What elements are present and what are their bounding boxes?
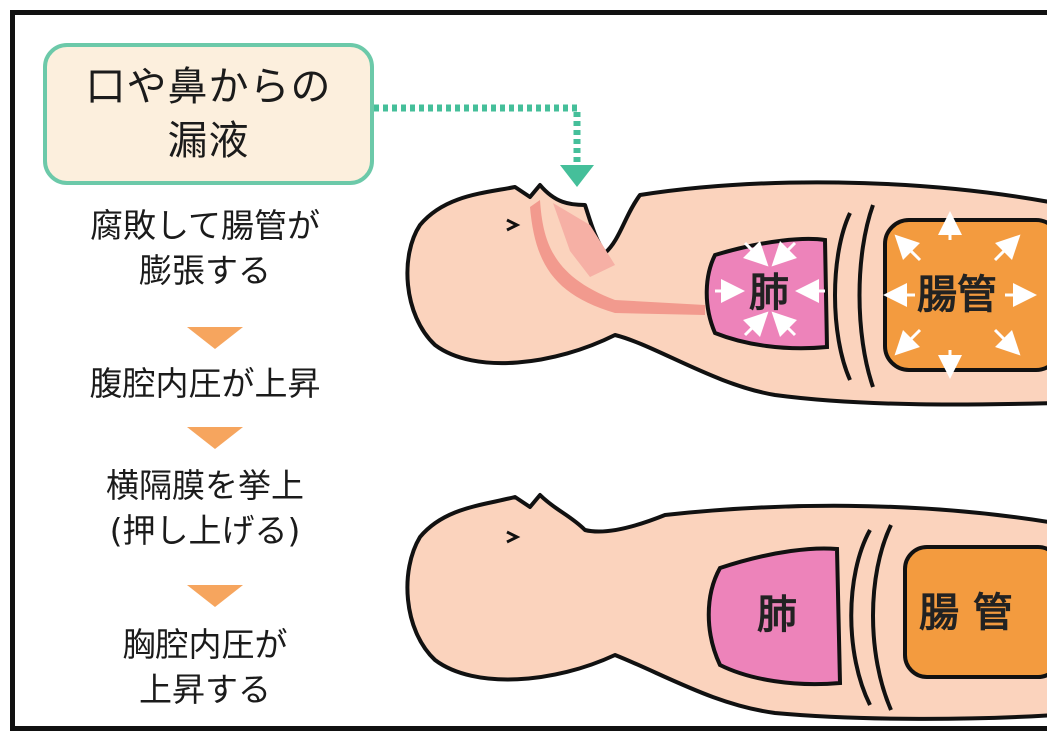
flow-step-2-line-1: 腹腔内圧が上昇 [89, 364, 321, 403]
flow-step-2: 腹腔内圧が上昇 [55, 361, 355, 406]
flow-step-4-line-1: 胸腔内圧が [122, 625, 288, 664]
flow-step-1: 腐敗して腸管が 膨張する [55, 203, 355, 293]
flow-step-1-line-1: 腐敗して腸管が [89, 206, 320, 245]
callout-line-1: 口や鼻からの [85, 64, 332, 110]
top-figure [405, 180, 1047, 407]
leak-arrowhead [560, 165, 594, 187]
flow-arrow-1 [187, 327, 243, 349]
flow-step-4: 胸腔内圧が 上昇する [55, 622, 355, 712]
top-diaphragm [833, 212, 852, 381]
bottom-figure [405, 493, 1047, 721]
top-fluid-throat [530, 200, 705, 315]
bottom-eye [506, 530, 521, 544]
bottom-diaphragm [849, 529, 872, 706]
flow-step-3-line-1: 横隔膜を挙上 [106, 466, 304, 505]
leak-callout-box: 口や鼻からの 漏液 [43, 43, 374, 185]
flow-step-4-line-2: 上昇する [139, 670, 271, 709]
flow-step-3: 横隔膜を挙上 (押し上げる) [55, 463, 355, 553]
top-intestine-expansion-arrows [883, 211, 1037, 379]
leak-arrow [374, 104, 581, 175]
flow-step-1-line-2: 膨張する [139, 251, 271, 290]
flow-arrow-3 [187, 585, 243, 607]
top-intestine-label: 腸管 [917, 272, 997, 318]
flow-arrow-2 [187, 427, 243, 449]
top-fluid-mouth [553, 203, 615, 277]
bottom-intestine-label: 腸 管 [919, 590, 1013, 636]
top-lung-label: 肺 [749, 270, 789, 316]
flow-step-3-line-2: (押し上げる) [109, 511, 301, 550]
diagram-frame: 口や鼻からの 漏液 腐敗して腸管が 膨張する 腹腔内圧が上昇 横隔膜を挙上 (押… [10, 10, 1047, 731]
bottom-lung-label: 肺 [757, 592, 797, 638]
top-lung-compression-arrows [715, 241, 825, 337]
bottom-lung [706, 546, 843, 687]
callout-line-2: 漏液 [167, 118, 250, 164]
bottom-intestine [903, 545, 1047, 679]
top-eye [506, 218, 521, 232]
body-illustration [187, 104, 1047, 721]
